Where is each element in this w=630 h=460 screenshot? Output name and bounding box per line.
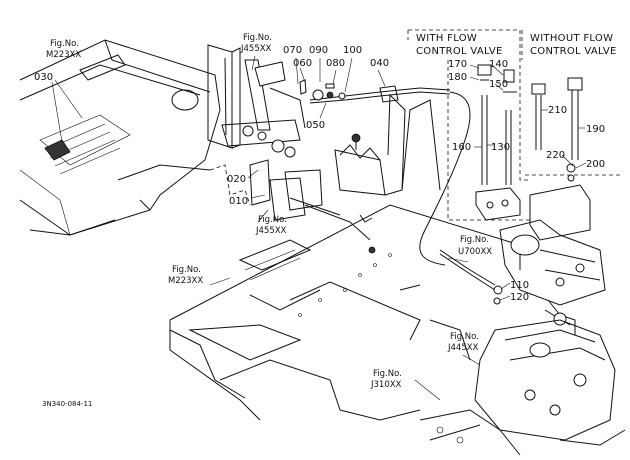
svg-text:J310XX: J310XX (370, 380, 402, 390)
control-valve (499, 184, 606, 335)
part-label-190[interactable]: 190 (586, 124, 605, 135)
mounting-bracket (334, 93, 441, 254)
header-with-flow-line1: WITH FLOW (416, 33, 477, 44)
chassis-plate (169, 204, 521, 421)
long-bolts (475, 64, 583, 221)
svg-text:Fig.No.: Fig.No. (258, 215, 287, 225)
part-label-150[interactable]: 150 (489, 79, 508, 90)
header-with-flow-line2: CONTROL VALVE (416, 46, 503, 57)
svg-text:M223XX: M223XX (46, 50, 81, 60)
fig-ref-j445[interactable]: Fig.No. J445XX (447, 332, 479, 353)
part-label-220[interactable]: 220 (546, 150, 565, 161)
part-label-210[interactable]: 210 (548, 105, 567, 116)
part-label-070[interactable]: 070 (283, 45, 302, 56)
svg-text:J445XX: J445XX (447, 343, 479, 353)
part-label-120[interactable]: 120 (510, 292, 529, 303)
lever-assembly (207, 44, 371, 241)
part-label-140[interactable]: 140 (489, 59, 508, 70)
fig-ref-m223-top[interactable]: Fig.No. M223XX (46, 39, 81, 60)
svg-text:J455XX: J455XX (240, 44, 272, 54)
header-without-flow: WITHOUT FLOW CONTROL VALVE (530, 33, 617, 57)
fender-panel (19, 39, 221, 236)
cable-040 (299, 79, 503, 305)
header-with-flow: WITH FLOW CONTROL VALVE (416, 33, 503, 57)
part-label-030[interactable]: 030 (34, 72, 53, 83)
part-label-050[interactable]: 050 (306, 120, 325, 131)
fig-ref-j455-top[interactable]: Fig.No. J455XX (240, 33, 272, 54)
header-without-flow-line2: CONTROL VALVE (530, 46, 617, 57)
fig-ref-m223-bot[interactable]: Fig.No. M223XX (168, 265, 203, 286)
part-label-110[interactable]: 110 (510, 280, 529, 291)
part-label-090[interactable]: 090 (309, 45, 328, 56)
with-flow-frame (407, 29, 530, 221)
part-label-100[interactable]: 100 (343, 45, 362, 56)
svg-text:J455XX: J455XX (255, 226, 287, 236)
svg-text:Fig.No.: Fig.No. (50, 39, 79, 49)
part-label-130[interactable]: 130 (491, 142, 510, 153)
svg-text:M223XX: M223XX (168, 276, 203, 286)
part-label-160[interactable]: 160 (452, 142, 471, 153)
fig-ref-u700[interactable]: Fig.No. U700XX (458, 235, 492, 257)
pedal-pad (44, 139, 71, 161)
svg-text:U700XX: U700XX (458, 247, 492, 257)
part-label-180[interactable]: 180 (448, 72, 467, 83)
header-without-flow-line1: WITHOUT FLOW (530, 33, 613, 44)
without-flow-frame (521, 30, 620, 176)
part-label-010[interactable]: 010 (229, 196, 248, 207)
part-label-170[interactable]: 170 (448, 59, 467, 70)
fig-ref-j455-mid[interactable]: Fig.No. J455XX (255, 215, 287, 236)
svg-text:Fig.No.: Fig.No. (450, 332, 479, 342)
svg-text:Fig.No.: Fig.No. (172, 265, 201, 275)
part-label-020[interactable]: 020 (227, 174, 246, 185)
svg-text:Fig.No.: Fig.No. (243, 33, 272, 43)
part-label-080[interactable]: 080 (326, 58, 345, 69)
part-label-200[interactable]: 200 (586, 159, 605, 170)
part-label-040[interactable]: 040 (370, 58, 389, 69)
fig-ref-j310[interactable]: Fig.No. J310XX (370, 369, 402, 390)
svg-text:Fig.No.: Fig.No. (373, 369, 402, 379)
part-label-060[interactable]: 060 (293, 58, 312, 69)
leader-lines (51, 55, 587, 401)
drawing-code: 3N340-084-11 (42, 400, 92, 408)
valve-block-lower (419, 319, 626, 456)
svg-text:Fig.No.: Fig.No. (460, 235, 489, 245)
